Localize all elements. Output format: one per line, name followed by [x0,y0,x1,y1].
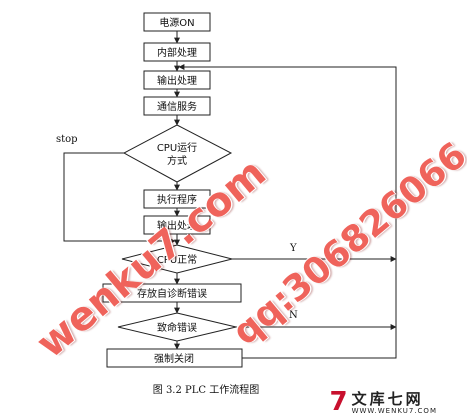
edge-stop-bypass [63,152,176,244]
site-logo: 7 文库七网 WWW.WENKU7.COM [329,389,437,415]
node-cpu-mode-label-2: 方式 [167,154,187,167]
node-output-process-top-label: 输出处理 [157,74,197,87]
node-power-on [143,12,211,32]
node-exec-program-label: 执行程序 [157,193,197,206]
node-fatal-error-label: 致命错误 [157,321,197,334]
node-power-on-label: 电源ON [159,16,194,29]
node-cpu-normal-decision [121,244,233,274]
figure-caption: 图 3.2 PLC 工作流程图 [153,383,259,396]
logo-text: 文库七网 WWW.WENKU7.COM [351,389,437,415]
node-comm-service-label: 通信服务 [157,100,197,113]
node-fatal-error-decision [117,312,237,342]
edge-label-no: N [289,310,298,321]
node-force-close-label: 强制关闭 [154,352,194,365]
node-force-close [106,348,243,368]
node-output-process [143,215,211,235]
node-internal-process-label: 内部处理 [157,46,197,59]
logo-mark: 7 [329,387,348,417]
logo-url: WWW.WENKU7.COM [351,406,437,415]
edge-label-yes: Y [289,243,297,254]
edge-return-loop [178,64,397,359]
node-output-process-top [143,70,211,90]
node-comm-service [143,96,211,116]
node-cpu-mode-label-1: CPU运行 [157,141,197,154]
node-cpu-normal-label: CPU正常 [157,253,197,266]
edge-label-stop: stop [56,134,78,145]
node-store-diag-error-label: 存放自诊断错误 [137,287,207,300]
node-output-process-label: 输出处理 [157,219,197,232]
node-store-diag-error [102,283,242,303]
node-exec-program [143,189,211,209]
node-cpu-mode-decision [122,124,233,183]
node-internal-process [143,42,211,62]
logo-name: 文库七网 [351,389,424,408]
